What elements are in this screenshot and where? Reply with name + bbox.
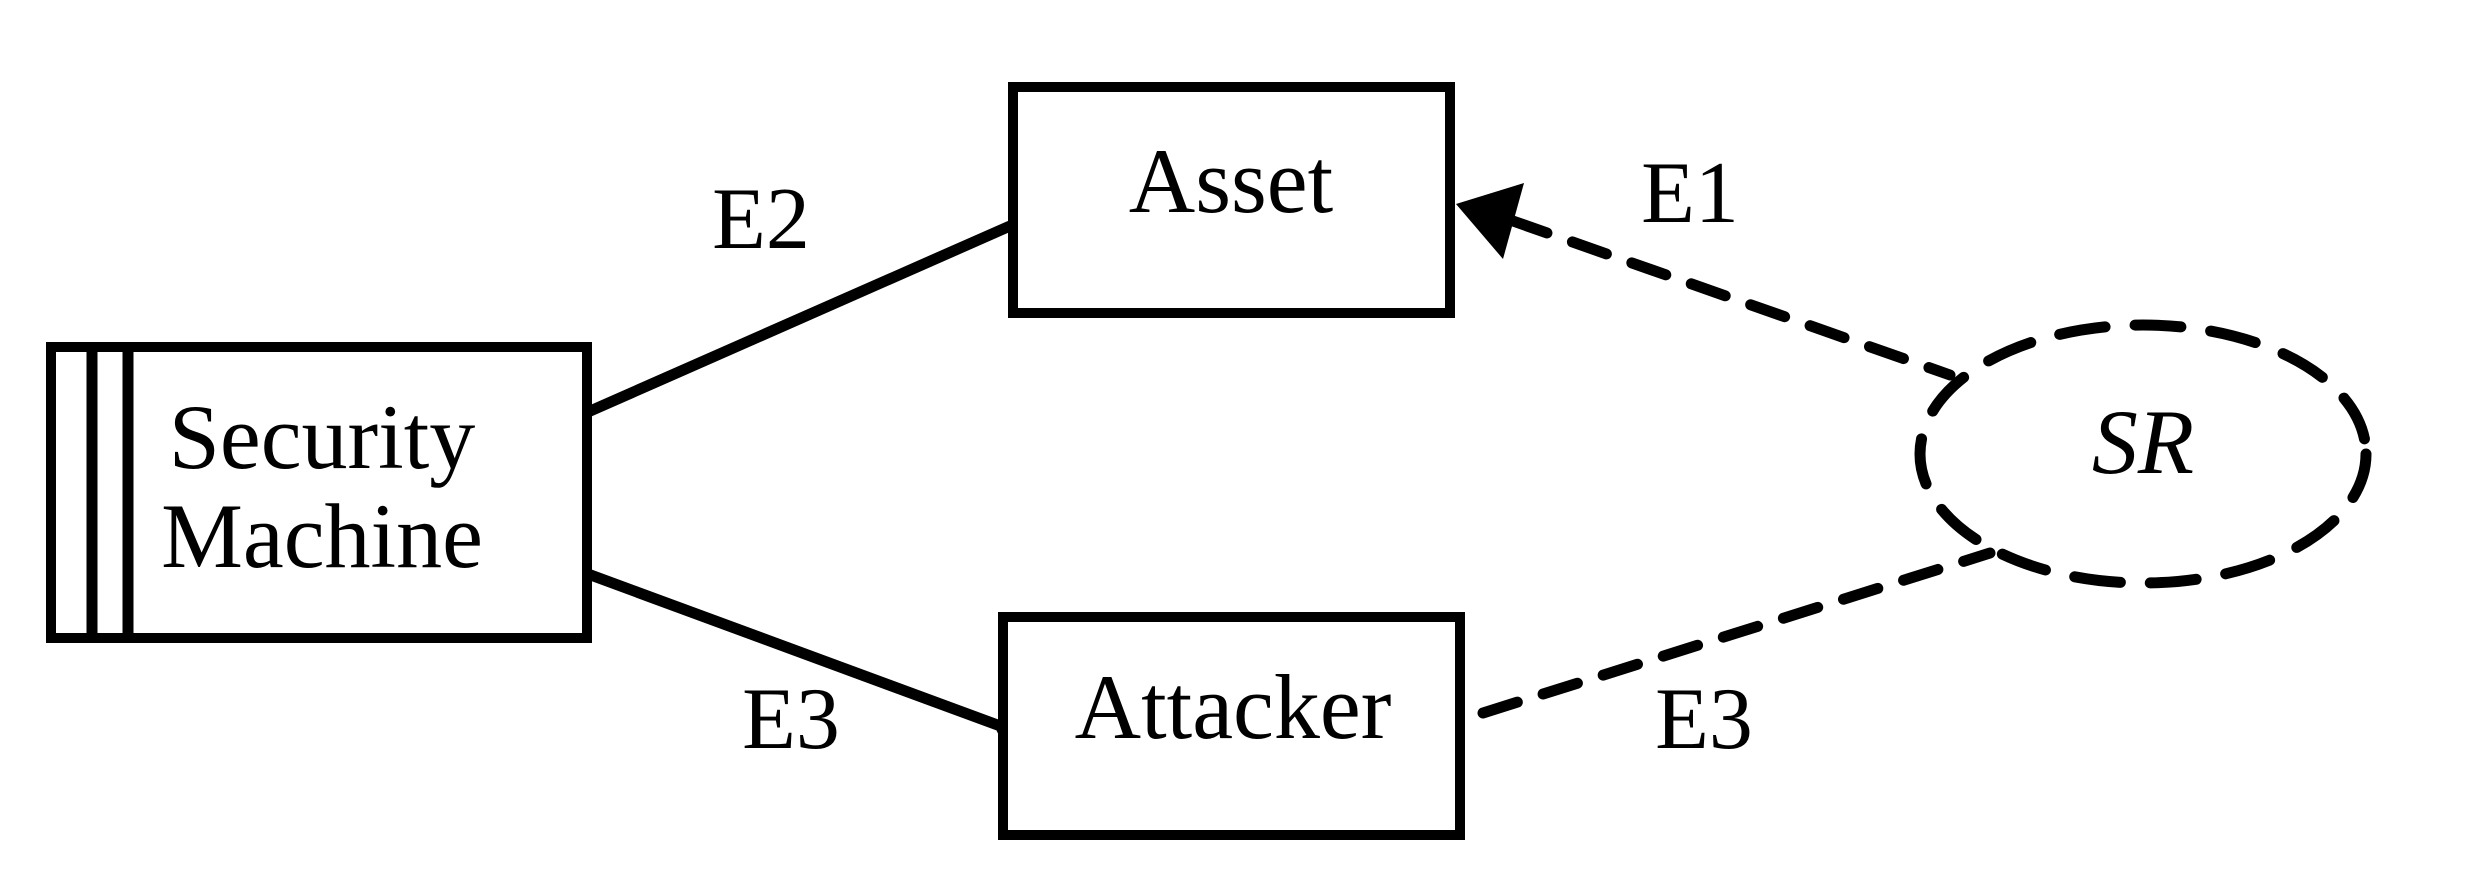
edge-e1-line bbox=[1507, 215, 1956, 381]
edge-e3-right-label: E3 bbox=[1655, 671, 1753, 768]
attacker-node bbox=[998, 612, 1465, 840]
sr-label: SR bbox=[2092, 391, 2194, 493]
sr-ellipse bbox=[1914, 319, 2372, 589]
edge-e3-attacker-sr-line bbox=[1477, 547, 1996, 719]
asset-node bbox=[1008, 82, 1455, 318]
e1-arrowhead-icon bbox=[1456, 183, 1524, 259]
asset-label: Asset bbox=[1129, 130, 1334, 232]
security-machine-label-line1: Security bbox=[169, 386, 476, 488]
security-machine-label-line2: Machine bbox=[161, 485, 483, 587]
edge-e3-machine-attacker-line bbox=[586, 568, 1005, 733]
edge-e1-label: E1 bbox=[1641, 145, 1739, 242]
edge-e2-line bbox=[585, 220, 1013, 418]
edge-e2-label: E2 bbox=[712, 171, 810, 268]
security-machine-node bbox=[46, 342, 592, 643]
edge-e3-left-label: E3 bbox=[742, 671, 840, 768]
attacker-label: Attacker bbox=[1075, 656, 1392, 758]
